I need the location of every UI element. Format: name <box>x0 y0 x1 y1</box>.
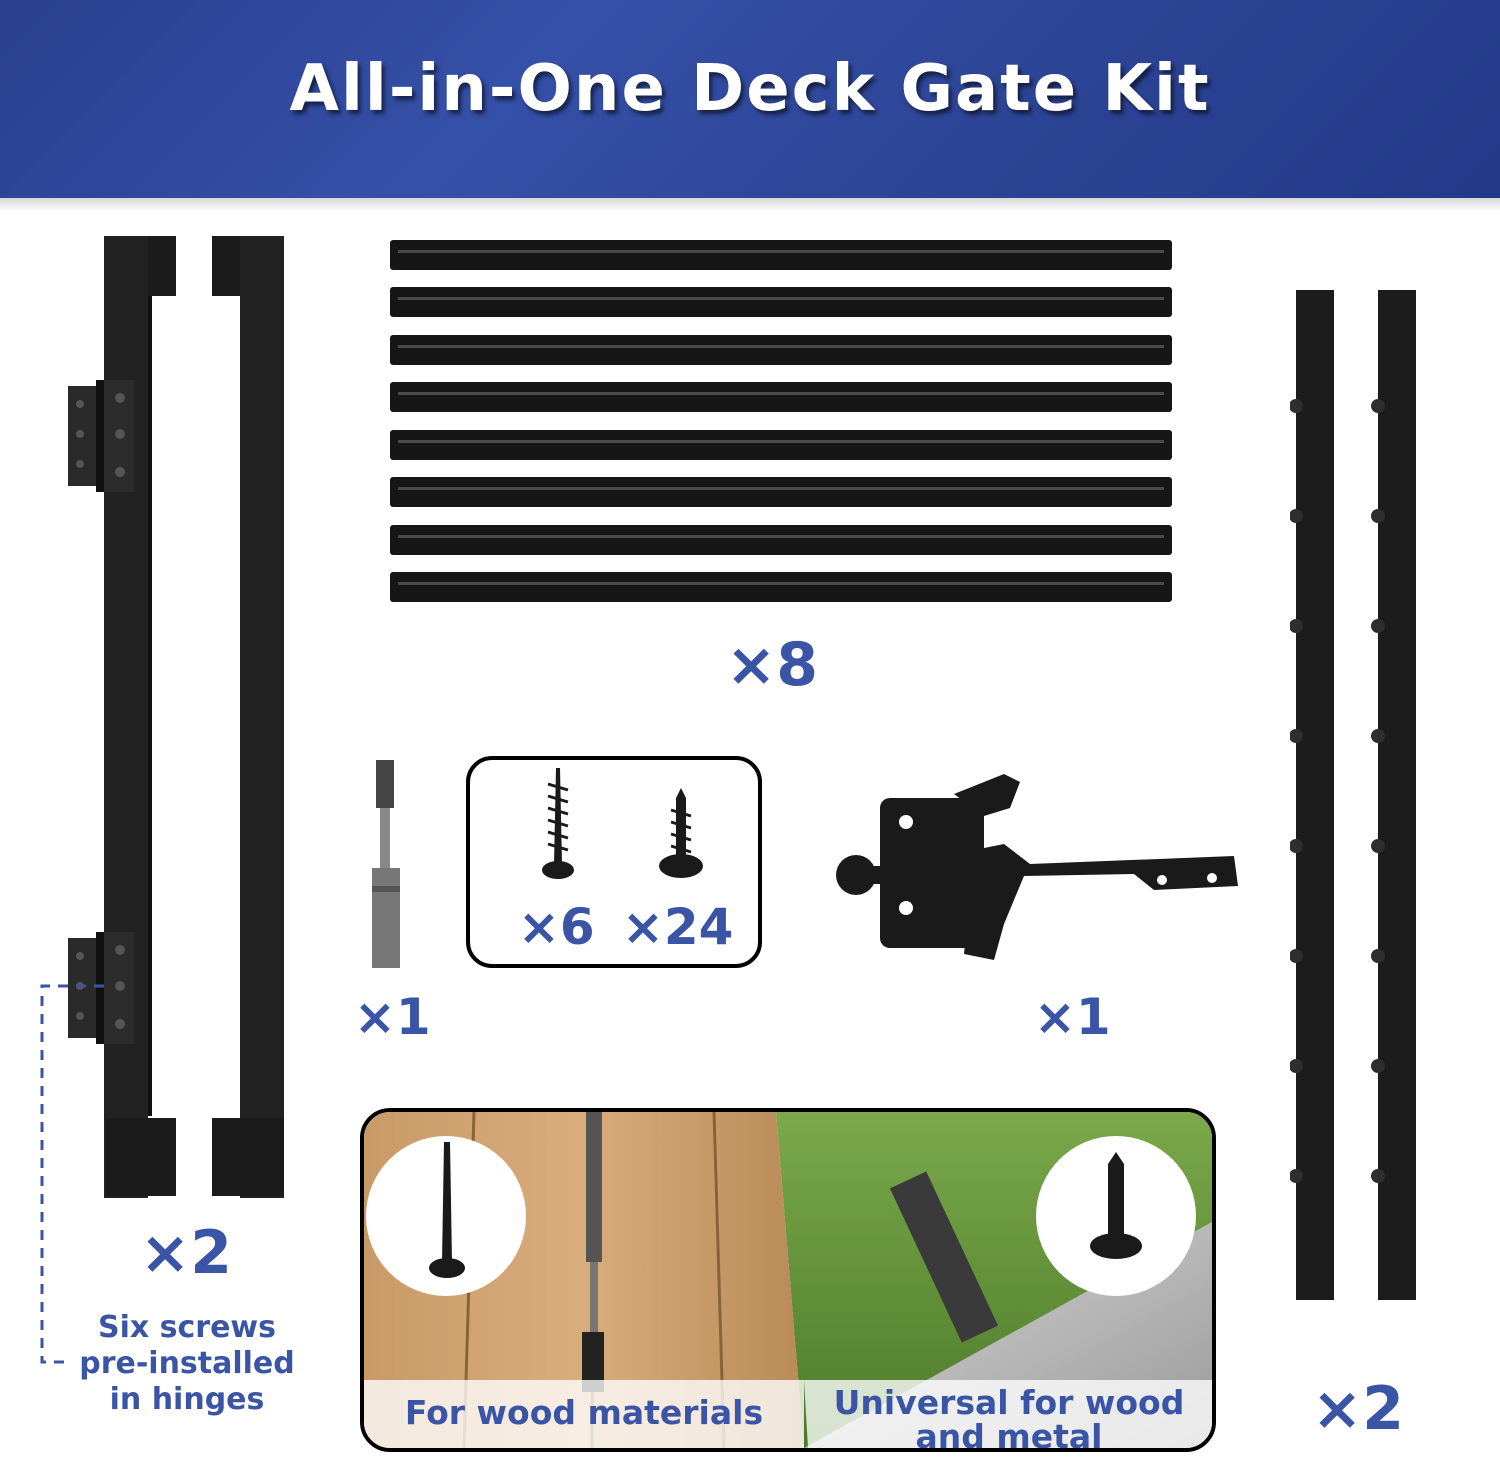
banner-divider <box>0 198 1500 212</box>
header-banner <box>0 0 1500 198</box>
hinge-bottom-icon <box>68 932 134 1044</box>
wood-screw-qty: ×6 <box>518 898 595 956</box>
universal-caption-line1: Universal for wood <box>833 1383 1185 1422</box>
screws-box <box>466 756 762 968</box>
gate-frame-image <box>68 236 284 1198</box>
hinge-note: Six screws pre-installed in hinges <box>72 1310 302 1418</box>
wood-screw-icon <box>542 768 574 879</box>
drill-bit-qty: ×1 <box>354 988 431 1046</box>
self-drilling-screw-icon <box>659 788 703 878</box>
gate-frame-qty: ×2 <box>140 1218 233 1288</box>
rails-qty: ×8 <box>726 630 819 700</box>
universal-caption: Universal for wood and metal <box>814 1383 1204 1452</box>
wood-caption: For wood materials <box>404 1393 764 1432</box>
universal-caption-line2: and metal <box>915 1417 1103 1452</box>
hinge-note-line1: Six screws <box>97 1310 277 1345</box>
page-title: All-in-One Deck Gate Kit <box>289 52 1211 126</box>
latch-qty: ×1 <box>1034 988 1111 1046</box>
usage-photo-panel: For wood materials Universal for wood an… <box>360 1108 1216 1452</box>
gate-latch-image <box>836 774 1238 960</box>
hinge-callout-line <box>40 984 104 1364</box>
picket-bars-image <box>1290 290 1416 1300</box>
hinge-note-line3: in hinges <box>109 1382 265 1417</box>
hinge-top-icon <box>68 380 134 492</box>
picket-bars-qty: ×2 <box>1312 1374 1405 1444</box>
drill-bit-image <box>372 760 400 968</box>
hinge-note-line2: pre-installed <box>79 1346 295 1381</box>
self-drilling-screw-qty: ×24 <box>622 898 734 956</box>
rails-image <box>390 240 1172 602</box>
usage-illustration <box>364 1112 1212 1448</box>
